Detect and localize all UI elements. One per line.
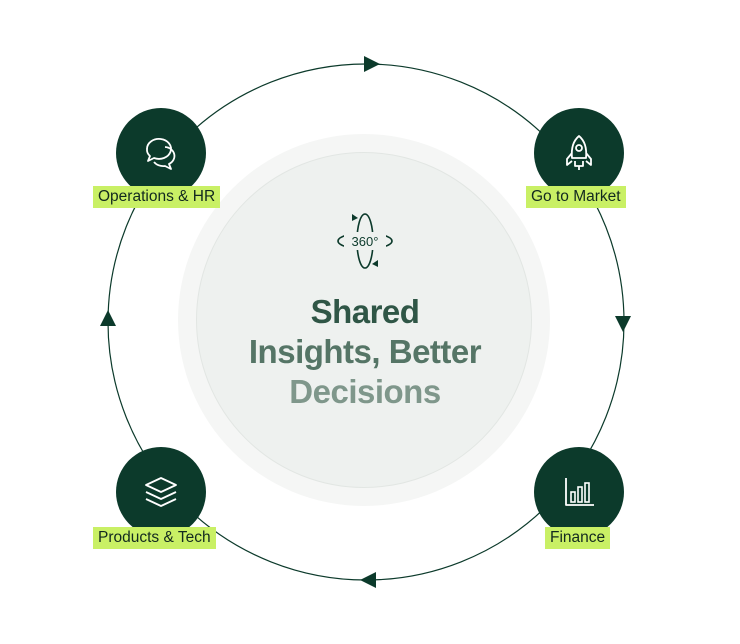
center-circle: [196, 152, 532, 488]
rotate-360-icon: 360°: [337, 213, 393, 269]
center-title-line3: Decisions: [289, 373, 441, 410]
arrow-right-icon: [615, 316, 631, 332]
node-go-to-market: [534, 108, 624, 198]
arrow-bottom-icon: [360, 572, 376, 588]
node-products-tech: [116, 447, 206, 537]
center-icon-text: 360°: [352, 234, 379, 249]
label-go-to-market: Go to Market: [526, 186, 626, 208]
arrow-left-icon: [100, 310, 116, 326]
center-title-line2: Insights, Better: [248, 333, 482, 370]
center-title-line1: Shared: [310, 293, 420, 330]
label-products-tech: Products & Tech: [93, 527, 216, 549]
bar-chart-icon: [565, 478, 594, 506]
node-operations-hr: [116, 108, 206, 198]
label-operations-hr: Operations & HR: [93, 186, 221, 208]
rocket-icon: [566, 135, 592, 170]
chat-bubbles-icon: [146, 138, 176, 170]
node-finance: [534, 447, 624, 537]
arrow-top-icon: [364, 56, 380, 72]
layers-icon: [145, 477, 177, 507]
label-finance: Finance: [545, 527, 611, 549]
center-title: Shared Insights, Better Decisions: [200, 292, 530, 412]
